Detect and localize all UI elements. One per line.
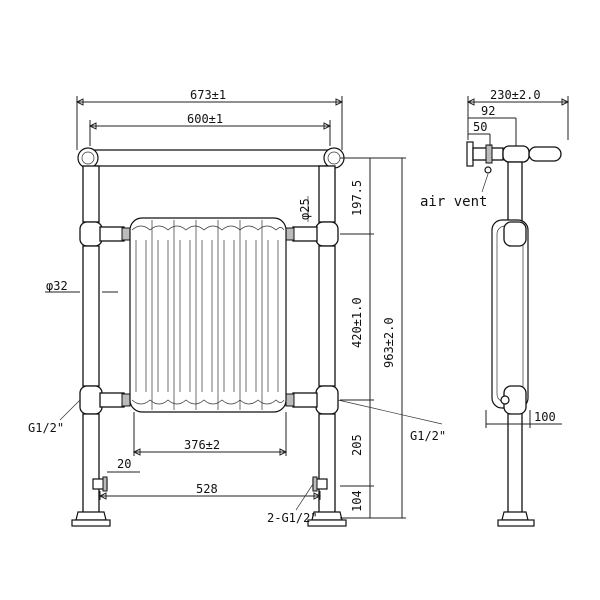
top-rail: [85, 149, 339, 167]
dim-side-50: 50: [473, 120, 487, 134]
upper-right-connector: [292, 226, 318, 242]
dim-overall-width: 673±1: [190, 88, 226, 102]
dim-bottom-205: 205: [350, 434, 364, 456]
label-g-bottom: 2-G1/2": [267, 511, 318, 525]
label-g-right: G1/2": [410, 429, 446, 443]
right-inlet: [312, 476, 328, 492]
dim-bottom-104: 104: [350, 490, 364, 512]
front-view: 673±1 600±1 197.5 420±1.0 963±2.0 205 10…: [28, 88, 446, 527]
left-post: [71, 165, 111, 527]
top-rail-side: [528, 146, 562, 162]
wall-bracket: [466, 141, 474, 167]
side-dimensions: 230±2.0 92 50 air vent 100: [420, 88, 570, 428]
top-joint: [502, 145, 530, 163]
dim-mid-height: 420±1.0: [350, 297, 364, 348]
upper-left-nut: [121, 227, 131, 241]
lower-left-nut: [121, 393, 131, 407]
dim-offset-20: 20: [117, 457, 131, 471]
dim-post-diameter: φ32: [46, 279, 68, 293]
dim-side-depth: 230±2.0: [490, 88, 541, 102]
side-vent: [500, 395, 510, 405]
upper-left-connector: [99, 226, 125, 242]
air-vent-valve: [484, 166, 492, 174]
side-view: 230±2.0 92 50 air vent 100: [420, 88, 570, 527]
label-g-left: G1/2": [28, 421, 64, 435]
side-column: [491, 219, 529, 409]
lower-left-connector: [99, 392, 125, 408]
right-post: [307, 165, 347, 527]
lower-right-connector: [292, 392, 318, 408]
upper-right-nut: [285, 227, 295, 241]
dim-rail-width: 600±1: [187, 112, 223, 126]
front-dimensions: 673±1 600±1 197.5 420±1.0 963±2.0 205 10…: [28, 88, 446, 525]
left-inlet: [92, 476, 108, 492]
dim-inlet-spacing: 528: [196, 482, 218, 496]
lower-right-nut: [285, 393, 295, 407]
dim-side-100: 100: [534, 410, 556, 424]
radiator-columns: [129, 217, 287, 413]
dim-side-92: 92: [481, 104, 495, 118]
dim-total-height: 963±2.0: [382, 317, 396, 368]
label-air-vent: air vent: [420, 194, 487, 210]
dim-col-width: 376±2: [184, 438, 220, 452]
dim-top-height: 197.5: [350, 180, 364, 216]
dim-pipe-diameter: φ25: [298, 198, 312, 220]
top-left-cap: [77, 147, 99, 169]
